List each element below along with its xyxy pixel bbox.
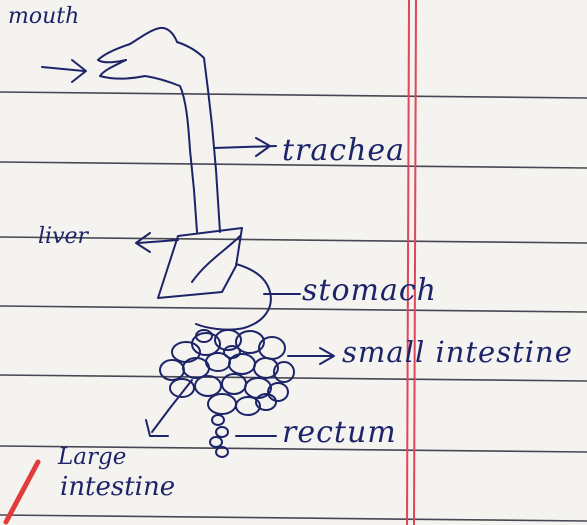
label-large-intestine-line1: Large [58, 446, 126, 469]
liver-arrow [136, 233, 178, 252]
small-intestine-coils [160, 330, 294, 415]
large-intestine-arrow [146, 380, 192, 436]
label-liver: liver [38, 226, 88, 248]
small-intestine-arrow [288, 348, 334, 364]
label-mouth: mouth [8, 6, 79, 28]
trachea-tube-left [145, 76, 197, 232]
label-small-intestine: small intestine [342, 338, 573, 367]
mouth-arrow [42, 60, 86, 82]
label-rectum: rectum [282, 418, 397, 448]
liver-inner-line [192, 236, 240, 282]
label-trachea: trachea [282, 136, 405, 166]
stomach-pouch [196, 264, 271, 330]
label-stomach: stomach [302, 276, 437, 306]
trachea-arrow [214, 138, 276, 156]
rectum-coils [210, 415, 228, 457]
stomach-shape [158, 228, 242, 298]
label-large-intestine-line2: intestine [60, 474, 175, 500]
mouth-head [130, 28, 220, 232]
